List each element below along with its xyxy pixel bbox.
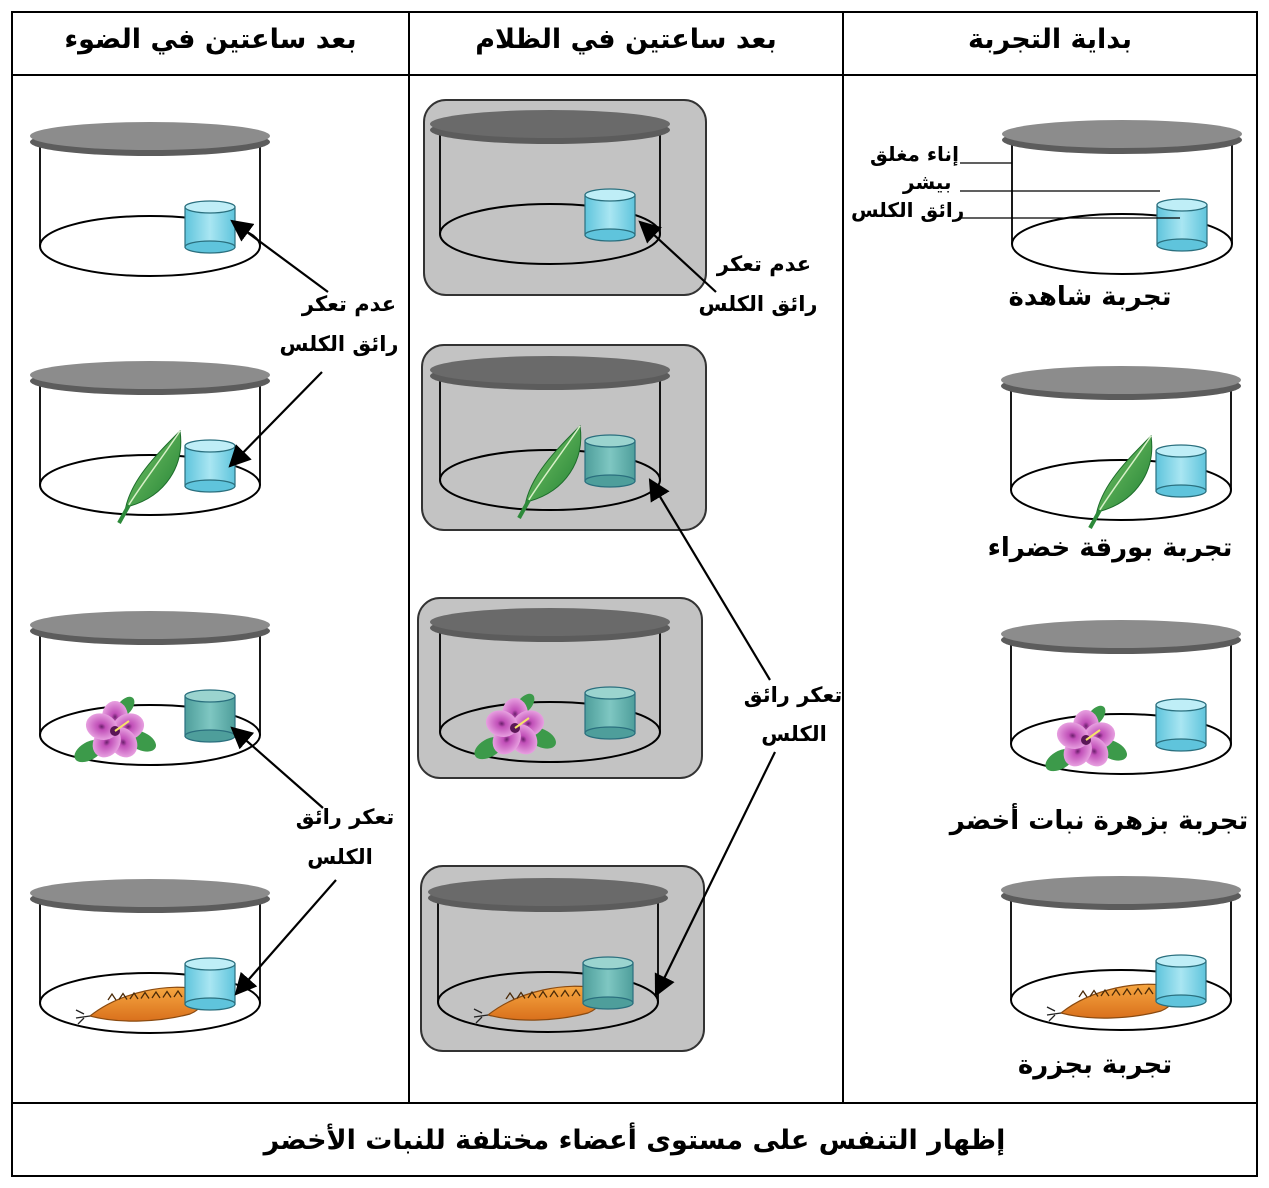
lid (430, 110, 670, 144)
arrow-light-turbidity-carrot (234, 879, 337, 996)
lid (30, 611, 270, 645)
arrow-light-no-turbidity-leaf (228, 371, 323, 468)
dark-turbidity-line2: الكلس (761, 722, 827, 746)
caption-flower: تجربة بزهرة نبات أخضر (949, 806, 1249, 836)
closed-container (30, 611, 270, 766)
clear-limewater-beaker (184, 957, 236, 1011)
cloudy-limewater-beaker (582, 956, 634, 1010)
clear-limewater-beaker (1155, 444, 1207, 498)
lid (1001, 366, 1241, 400)
flower-icon (1045, 705, 1127, 772)
carrot-icon (473, 985, 602, 1024)
header-light: بعد ساعتين في الضوء (64, 23, 357, 55)
lid (30, 361, 270, 395)
figure-footer-caption: إظهار التنفس على مستوى أعضاء مختلفة للنب… (263, 1124, 1006, 1156)
carrot-icon (75, 986, 204, 1025)
dark-turbidity-line1: تعكر رائق (743, 683, 843, 707)
cloudy-limewater-beaker (584, 434, 636, 488)
leaf-icon (517, 424, 582, 519)
flower-icon (474, 693, 556, 760)
light-no-turbidity-line2: رائق الكلس (279, 332, 399, 356)
arrow-light-turbidity-flower (230, 726, 324, 809)
closed-container (1001, 876, 1241, 1031)
light-turbidity-line2: الكلس (307, 845, 373, 869)
clear-limewater-beaker (1155, 698, 1207, 752)
lid (428, 878, 668, 912)
closed-container (1001, 620, 1241, 775)
caption-control: تجربة شاهدة (1008, 282, 1172, 312)
cloudy-limewater-beaker (184, 689, 236, 743)
clear-limewater-beaker (1155, 954, 1207, 1008)
closed-container (1002, 120, 1242, 275)
closed-container (1001, 366, 1241, 529)
lid (30, 879, 270, 913)
lid (430, 356, 670, 390)
dark-no-turbidity-line1: عدم تعكر (716, 252, 812, 276)
clear-limewater-beaker (1156, 198, 1208, 252)
label-closed-container: إناء مغلق (870, 142, 959, 166)
dark-no-turbidity-line2: رائق الكلس (698, 292, 818, 316)
clear-limewater-beaker (584, 188, 636, 242)
header-dark: بعد ساعتين في الظلام (475, 23, 777, 55)
lid (1001, 876, 1241, 910)
leaf-icon (1088, 434, 1153, 529)
closed-container (30, 122, 270, 277)
light-no-turbidity-line1: عدم تعكر (301, 292, 397, 316)
carrot-icon (1046, 983, 1175, 1022)
lid (1002, 120, 1242, 154)
arrow-light-no-turbidity (230, 219, 329, 293)
lid (30, 122, 270, 156)
closed-container (430, 608, 670, 763)
table-grid (11, 11, 1258, 1177)
arrow-dark-turbidity-carrot (654, 751, 776, 997)
leaf-icon (117, 429, 182, 524)
flower-icon (74, 696, 156, 763)
label-beaker: بيشر (903, 170, 952, 194)
arrow-dark-no-turbidity (638, 220, 717, 293)
clear-limewater-beaker (184, 439, 236, 493)
clear-limewater-beaker (184, 200, 236, 254)
lid (430, 608, 670, 642)
header-start: بداية التجربة (967, 23, 1133, 55)
lid (1001, 620, 1241, 654)
closed-container (430, 110, 670, 265)
arrow-dark-turbidity-leaf (648, 478, 771, 681)
label-limewater: رائق الكلس (851, 198, 965, 222)
closed-container (430, 356, 670, 519)
caption-leaf: تجربة بورقة خضراء (987, 533, 1233, 563)
cloudy-limewater-beaker (584, 686, 636, 740)
closed-container (30, 879, 270, 1034)
closed-container (30, 361, 270, 524)
caption-carrot: تجربة بجزرة (1017, 1050, 1173, 1080)
light-turbidity-line1: تعكر رائق (295, 805, 395, 829)
